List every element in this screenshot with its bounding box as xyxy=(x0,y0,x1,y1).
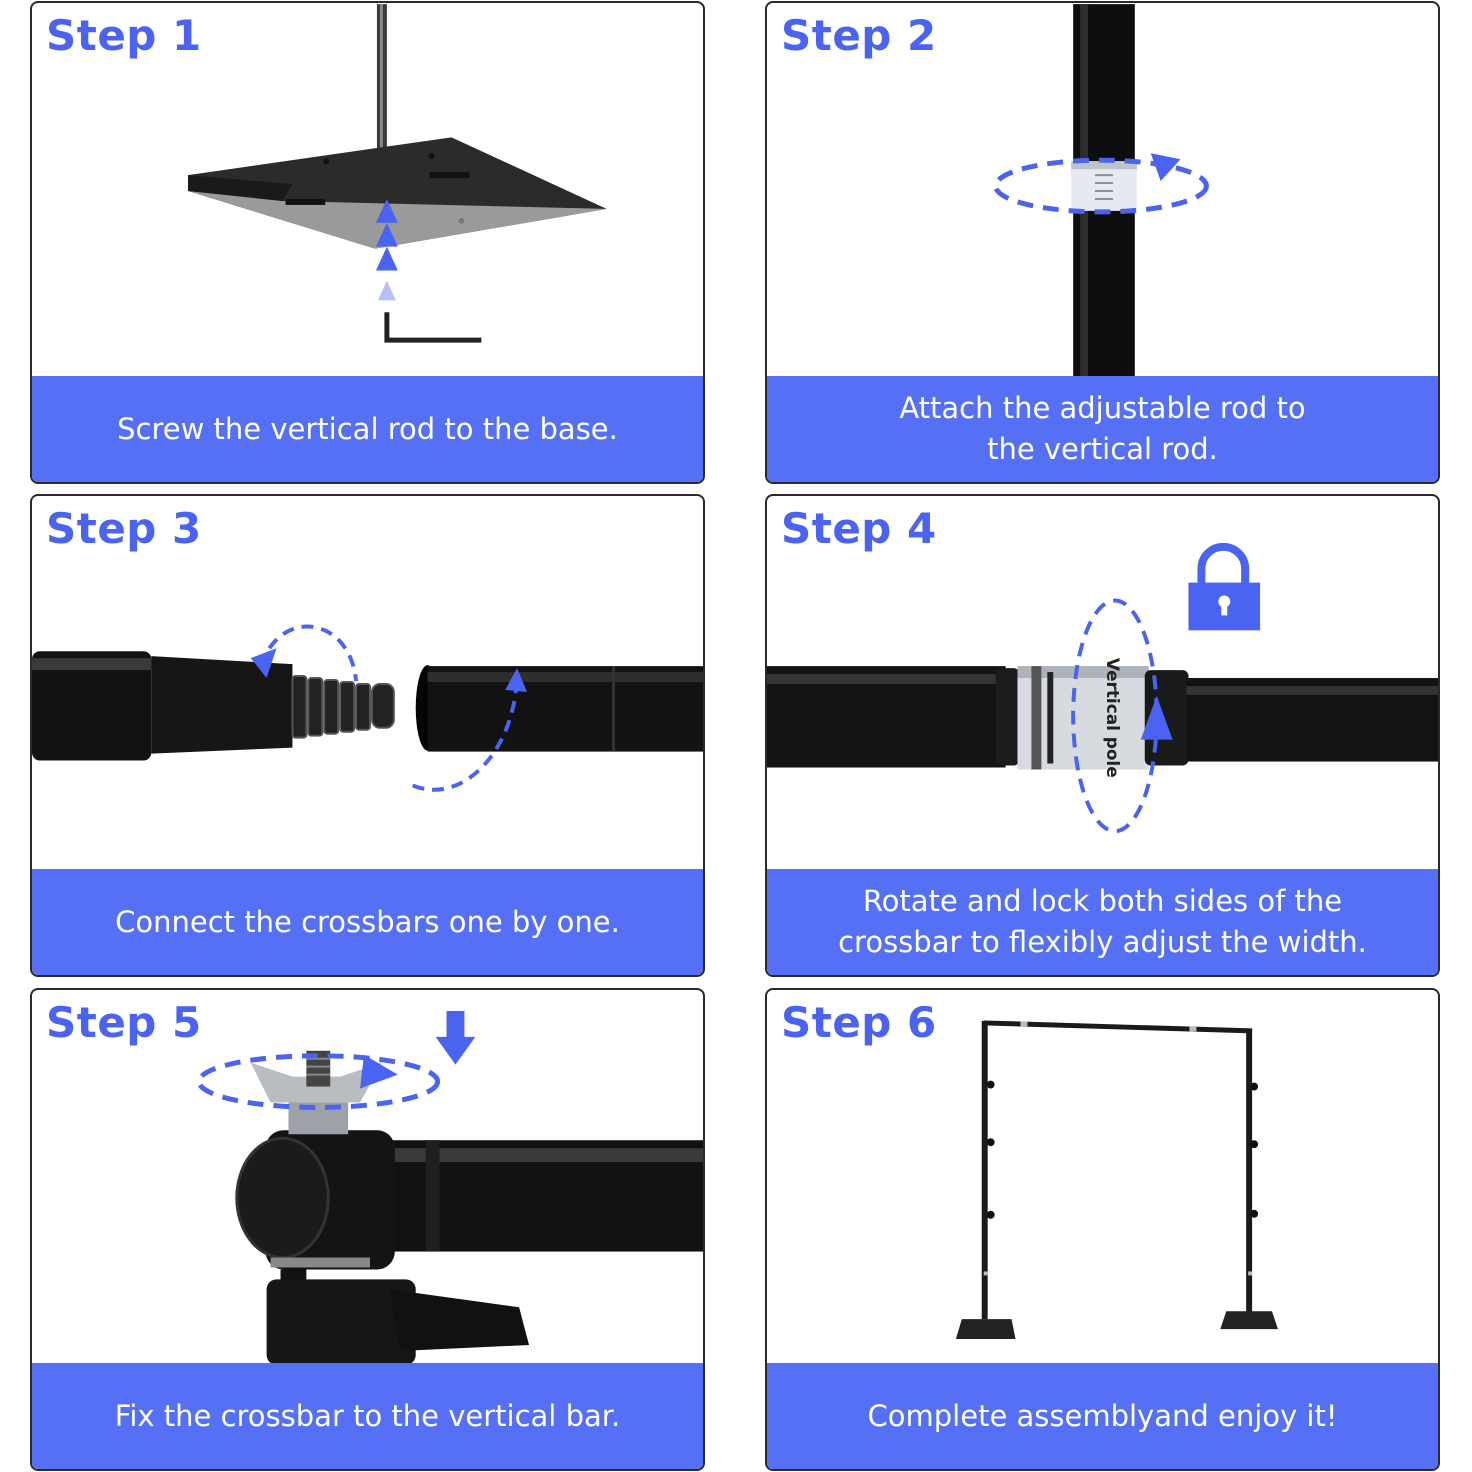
step-1-title: Step 1 xyxy=(46,11,202,60)
step-5-title: Step 5 xyxy=(46,998,202,1047)
step-5-caption: Fix the crossbar to the vertical bar. xyxy=(32,1363,703,1469)
step-3-caption: Connect the crossbars one by one. xyxy=(32,869,703,975)
rotate-arrow-icon xyxy=(993,153,1209,215)
step-4-card: Step 4 Vertical pole Rotate and lock bo xyxy=(765,494,1440,977)
step-5-card: Step 5 Fix the crossbar to the vertical … xyxy=(30,988,705,1471)
step-2-illustration xyxy=(993,4,1209,378)
step-2-title: Step 2 xyxy=(781,11,937,60)
step-4-illustration: Vertical pole xyxy=(767,542,1438,834)
step-6-caption: Complete assemblyand enjoy it! xyxy=(767,1363,1438,1469)
step-5-illustration xyxy=(196,1010,703,1365)
step-2-caption-line-2: the vertical rod. xyxy=(987,432,1218,466)
rotate-arrow-icon xyxy=(258,624,520,792)
pole-label: Vertical pole xyxy=(1103,658,1123,778)
step-2-card: Step 2 Attach the adjustable rod to the … xyxy=(765,1,1440,484)
step-6-illustration xyxy=(955,1020,1278,1340)
step-4-caption-line-2: crossbar to flexibly adjust the width. xyxy=(838,925,1367,959)
step-1-caption: Screw the vertical rod to the base. xyxy=(32,376,703,482)
step-6-title: Step 6 xyxy=(781,998,937,1047)
step-2-caption: Attach the adjustable rod to the vertica… xyxy=(767,376,1438,482)
step-3-title: Step 3 xyxy=(46,504,202,553)
step-3-illustration xyxy=(32,624,703,792)
step-4-caption: Rotate and lock both sides of the crossb… xyxy=(767,869,1438,975)
step-1-card: Step 1 Screw the vertical rod to the bas… xyxy=(30,1,705,484)
step-6-card: Step 6 Complete assemblyand enjoy it! xyxy=(765,988,1440,1471)
up-arrows-icon xyxy=(375,198,398,301)
lock-icon xyxy=(1188,542,1261,631)
step-4-caption-line-1: Rotate and lock both sides of the xyxy=(862,884,1343,918)
step-2-caption-line-1: Attach the adjustable rod to xyxy=(899,391,1306,425)
step-1-illustration xyxy=(188,4,607,343)
rotate-arrow-icon xyxy=(196,1053,441,1110)
step-4-title: Step 4 xyxy=(781,504,937,553)
step-3-card: Step 3 Connect the crossbars one by one. xyxy=(30,494,705,977)
rotate-arrow-icon xyxy=(1071,598,1173,834)
down-arrow-icon xyxy=(435,1010,476,1065)
